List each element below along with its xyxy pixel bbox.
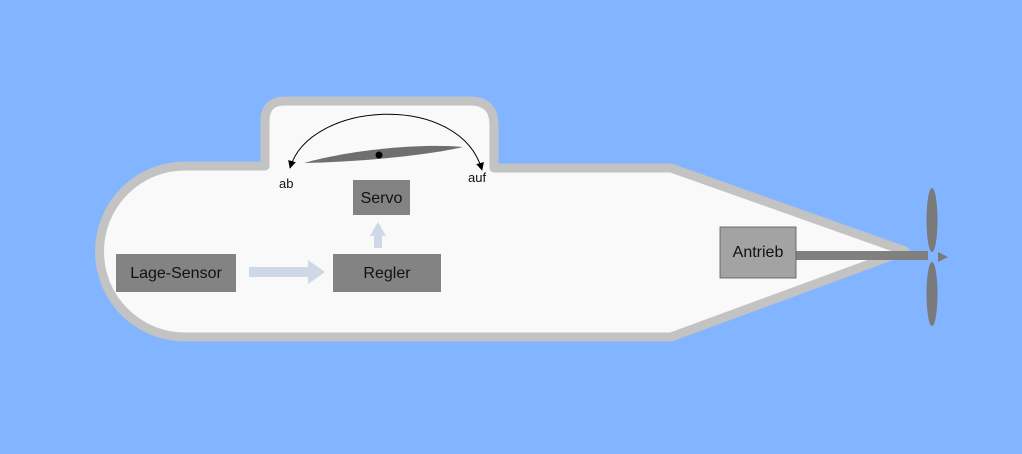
servo-label: Servo (361, 190, 403, 207)
regler-block (333, 254, 441, 292)
fin-rotation-arc (288, 113, 484, 171)
antrieb-label: Antrieb (733, 244, 784, 261)
fin-pivot (375, 151, 383, 159)
propeller-shaft (796, 251, 928, 260)
sensor-label: Lage-Sensor (130, 265, 222, 282)
sensor-block (116, 254, 236, 292)
fin-label-up: auf (468, 170, 486, 185)
regler-label: Regler (363, 265, 411, 282)
servo-block (353, 180, 410, 215)
antrieb-block (719, 226, 797, 279)
propeller-blade-bottom (926, 262, 938, 326)
arrow-sensor-to-regler (249, 260, 325, 284)
fin-label-down: ab (279, 176, 293, 191)
propeller-tip (938, 252, 948, 262)
arrow-regler-to-servo (370, 222, 386, 248)
propeller-blade-top (926, 188, 938, 252)
dive-fin (304, 145, 463, 163)
